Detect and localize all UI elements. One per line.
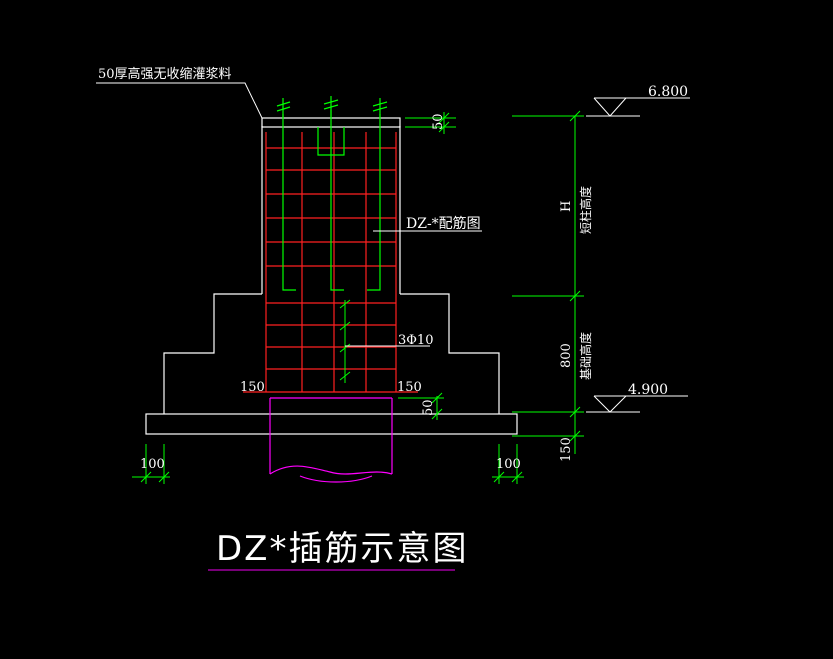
insert-bar-middle (330, 110, 344, 291)
height-800-label: 800 (559, 343, 574, 368)
insert-bar-right (367, 114, 381, 291)
leader-lines (96, 82, 482, 347)
height-h-label: H (559, 201, 574, 212)
drawing-title: DZ*插筋示意图 (216, 529, 468, 569)
elevation-marker-bottom (586, 395, 688, 413)
dim-tick (438, 112, 450, 124)
dim-tick (438, 121, 450, 133)
pedestal-left-steps (163, 293, 262, 414)
grout-leader (96, 82, 263, 119)
grout-note-label: 50厚高强无收缩灌浆料 (98, 66, 232, 82)
dim-50-top-label: 50 (431, 113, 446, 130)
dim-tick (339, 299, 351, 309)
dim-tick (339, 371, 351, 381)
dim-tick (569, 406, 581, 418)
elevation-marker-top (586, 97, 690, 117)
dim-tick (493, 471, 505, 483)
insert-bars (276, 96, 388, 291)
dim-tick (569, 430, 581, 442)
foundation-outline (145, 117, 518, 435)
rebar-cage (243, 132, 418, 393)
dim-tick (431, 408, 443, 420)
insert-bar-left (282, 114, 296, 291)
rebar-detail-label: DZ-*配筋图 (406, 215, 481, 232)
dim-150-vert-label: 150 (559, 437, 574, 462)
stirrup-label: 3Φ10 (398, 333, 433, 348)
height-800-desc: 基础高度 (578, 332, 593, 380)
cushion-slab (145, 413, 518, 435)
height-h-desc: 短柱高度 (578, 186, 593, 234)
dim-50-bottom-label: 50 (421, 399, 436, 416)
dim-100-left-label: 100 (140, 457, 165, 472)
pile (269, 397, 393, 483)
dim-tick (339, 321, 351, 331)
pedestal-right-steps (400, 293, 500, 414)
shear-key (317, 127, 345, 156)
elevation-dimensions (132, 110, 584, 484)
elevation-bottom-label: 4.900 (628, 382, 668, 398)
dim-tick (140, 471, 152, 483)
dim-100-right-label: 100 (496, 457, 521, 472)
dim-tick (339, 343, 351, 353)
pile-break-line-2 (299, 475, 373, 483)
dim-tick (431, 392, 443, 404)
dim-150-right-label: 150 (397, 380, 422, 395)
dim-tick (569, 110, 581, 122)
dim-tick (569, 290, 581, 302)
dim-tick (511, 471, 523, 483)
dim-tick (158, 471, 170, 483)
elevation-top-label: 6.800 (648, 84, 688, 100)
pile-break-line (269, 465, 393, 475)
dim-150-left-label: 150 (240, 380, 265, 395)
